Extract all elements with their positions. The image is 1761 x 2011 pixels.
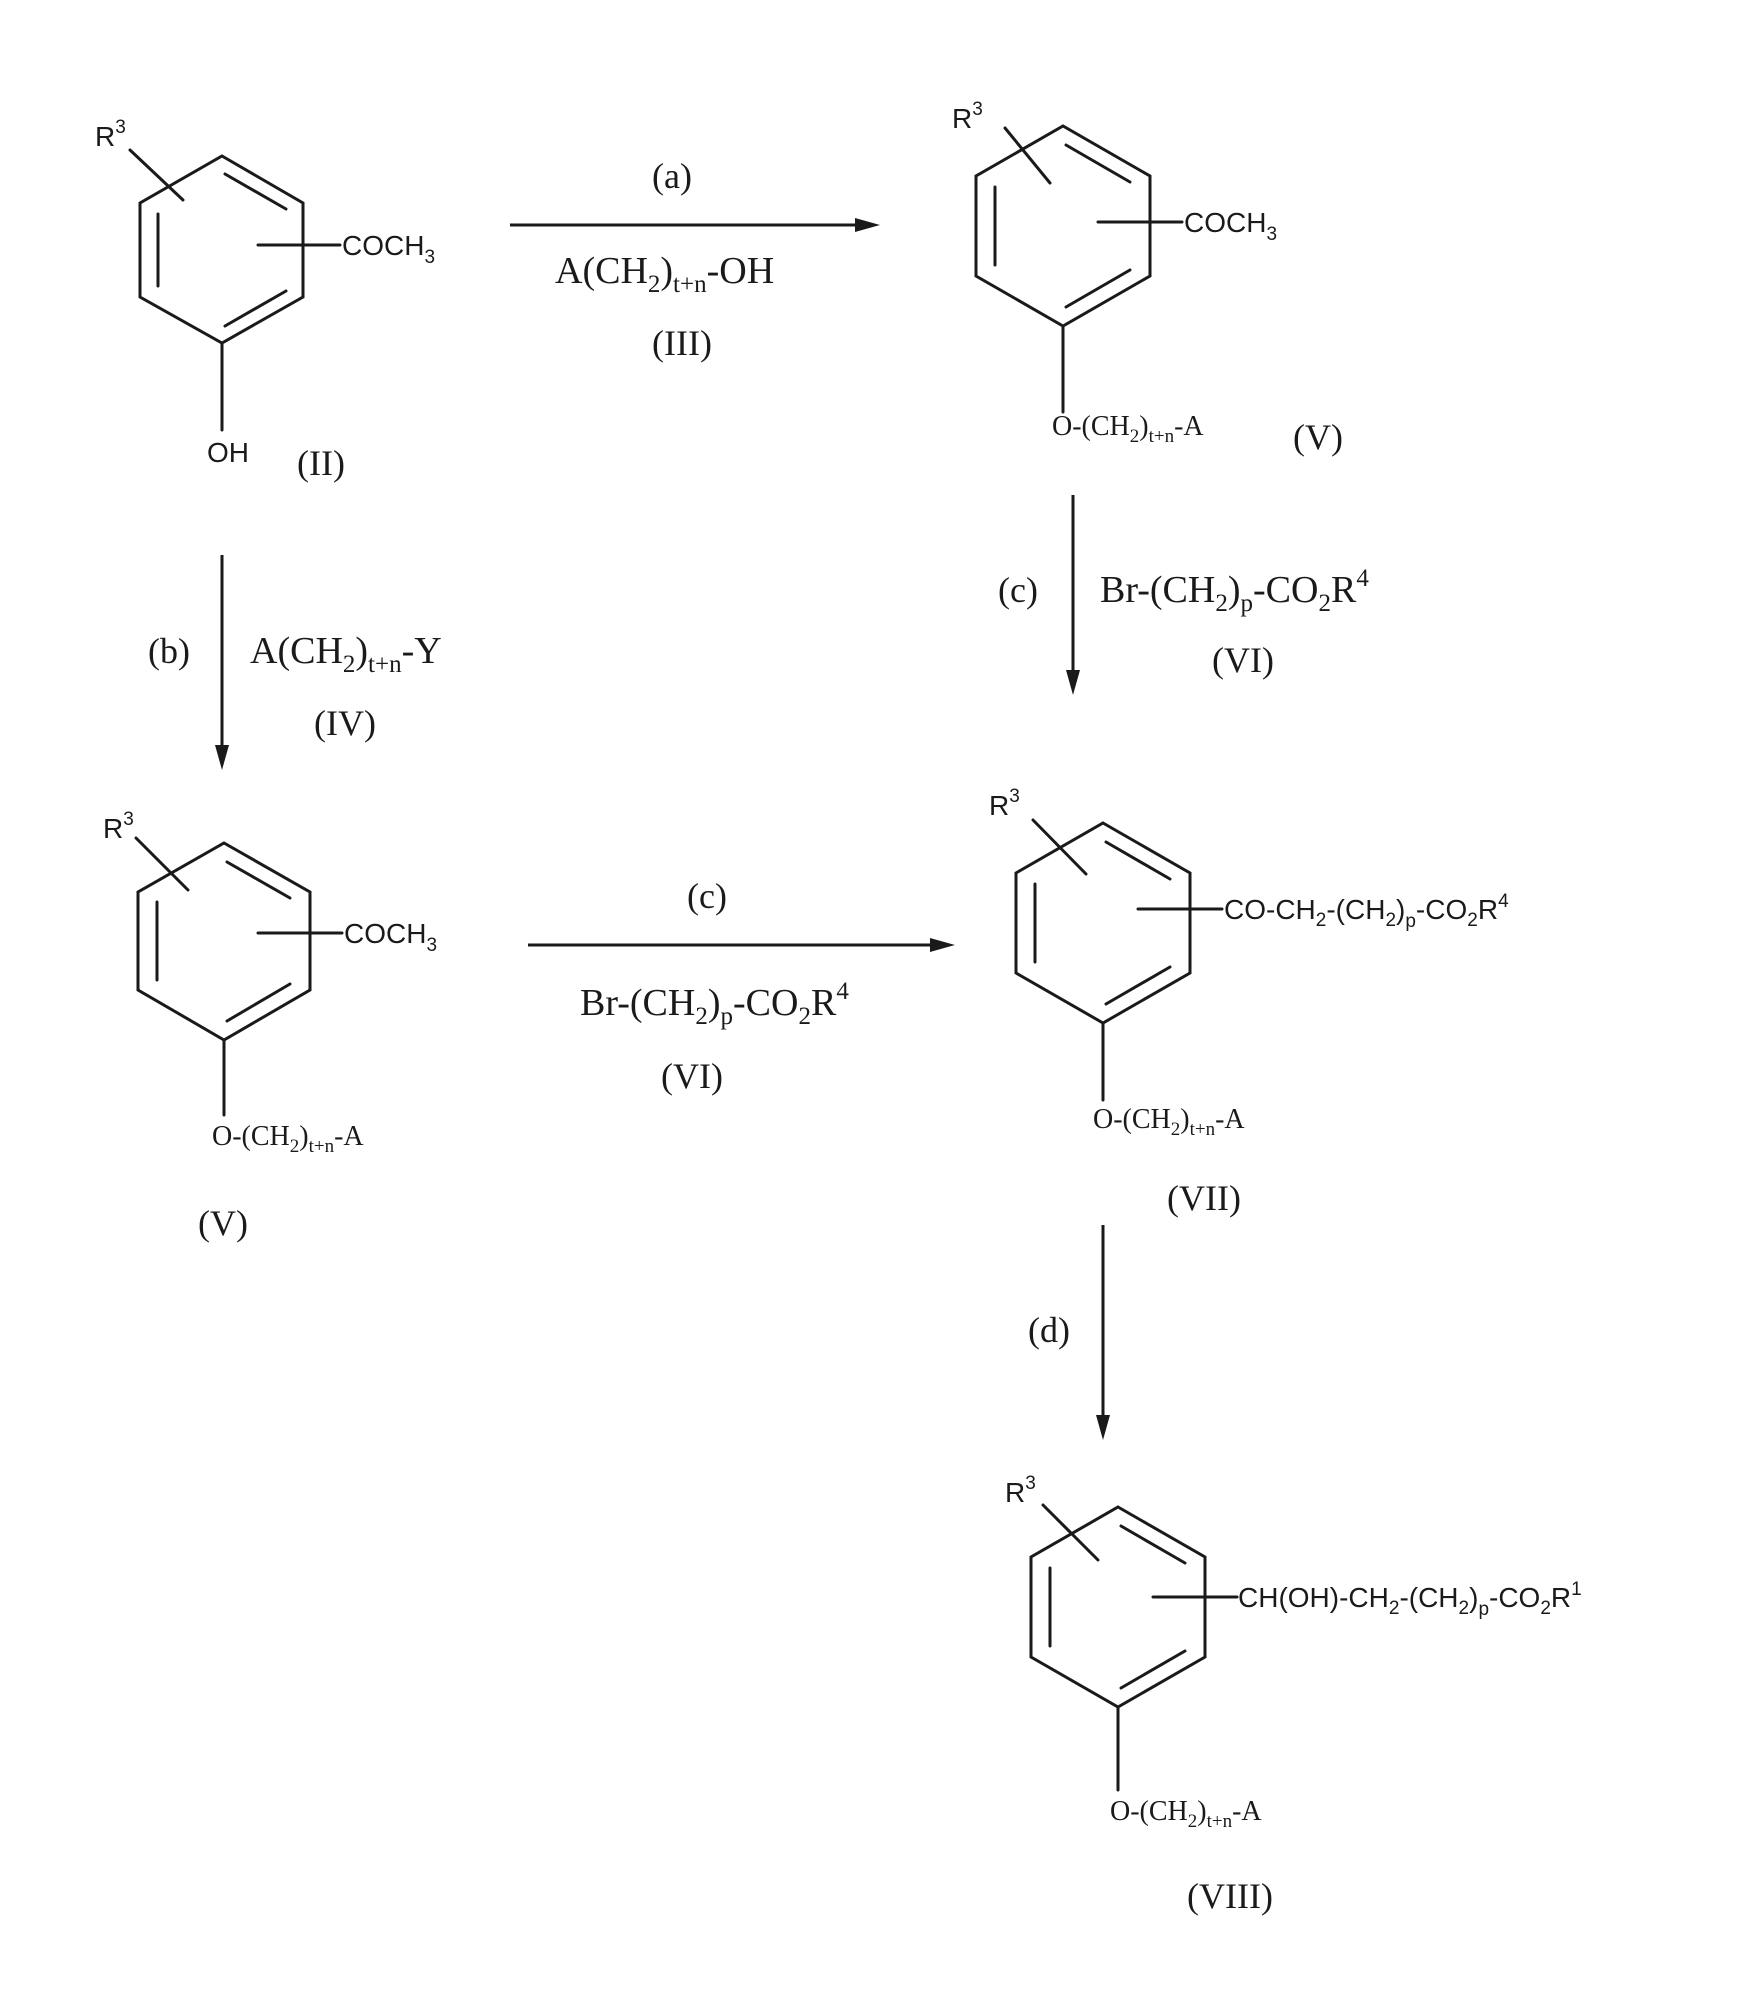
compound-II: R3 COCH3 OH (II)	[95, 117, 435, 483]
compound-label-V-left: (V)	[198, 1203, 248, 1243]
step-label-d: (d)	[1028, 1310, 1070, 1350]
reaction-arrow-b: (b) A(CH2)t+n-Y (IV)	[148, 555, 442, 770]
compound-V-left: R3 COCH3 O-(CH2)t+n-A (V)	[103, 809, 437, 1243]
benzene-ring-VIII	[1031, 1507, 1205, 1707]
compound-VII: R3 CO-CH2-(CH2)p-CO2R4 O-(CH2)t+n-A (VII…	[989, 786, 1509, 1218]
compound-VIII: R3 CH(OH)-CH2-(CH2)p-CO2R1 O-(CH2)t+n-A …	[1005, 1473, 1582, 1916]
compound-label-VIII: (VIII)	[1187, 1876, 1273, 1916]
benzene-ring-V-top	[976, 126, 1150, 326]
reagent-III: A(CH2)t+n-OH	[555, 250, 774, 298]
r3-label-II: R3	[95, 117, 126, 152]
compound-V-top: R3 COCH3 O-(CH2)t+n-A (V)	[952, 99, 1343, 457]
ether-label-VII: O-(CH2)t+n-A	[1093, 1104, 1245, 1140]
step-label-b: (b)	[148, 631, 190, 671]
r3-label-V-left: R3	[103, 809, 134, 844]
compound-label-VII: (VII)	[1167, 1178, 1241, 1218]
r3-label-VII: R3	[989, 786, 1020, 821]
reagent-label-VI-mid: (VI)	[661, 1056, 723, 1096]
reagent-VI-mid: Br-(CH2)p-CO2R4	[580, 978, 849, 1030]
reagent-label-VI-right: (VI)	[1212, 640, 1274, 680]
oh-label-II: OH	[207, 437, 249, 468]
chain-label-VII: CO-CH2-(CH2)p-CO2R4	[1224, 891, 1509, 932]
benzene-ring-VII	[1016, 823, 1190, 1023]
r3-bond-V-left	[136, 838, 188, 890]
reagent-VI-right: Br-(CH2)p-CO2R4	[1100, 565, 1369, 617]
reaction-arrow-a: (a) A(CH2)t+n-OH (III)	[510, 156, 880, 363]
benzene-ring-V-left	[138, 843, 310, 1040]
acyl-label-II: COCH3	[342, 230, 435, 268]
reagent-label-III: (III)	[652, 323, 712, 363]
acyl-label-V-top: COCH3	[1184, 207, 1277, 245]
r3-bond-VIII	[1043, 1505, 1098, 1560]
reagent-label-IV: (IV)	[314, 703, 376, 743]
ether-label-V-top: O-(CH2)t+n-A	[1052, 411, 1204, 447]
compound-label-II: (II)	[297, 443, 345, 483]
reagent-IV: A(CH2)t+n-Y	[250, 630, 442, 678]
chain-label-VIII: CH(OH)-CH2-(CH2)p-CO2R1	[1238, 1579, 1582, 1620]
reaction-arrow-d: (d)	[1028, 1225, 1110, 1440]
reaction-arrow-c-right: (c) Br-(CH2)p-CO2R4 (VI)	[998, 495, 1369, 695]
step-label-a: (a)	[652, 156, 692, 196]
r3-bond-VII	[1033, 820, 1086, 874]
compound-label-V-top: (V)	[1293, 417, 1343, 457]
step-label-c-mid: (c)	[687, 876, 727, 916]
acyl-label-V-left: COCH3	[344, 918, 437, 956]
ether-label-V-left: O-(CH2)t+n-A	[212, 1121, 364, 1157]
r3-label-VIII: R3	[1005, 1473, 1036, 1508]
ether-label-VIII: O-(CH2)t+n-A	[1110, 1796, 1262, 1832]
step-label-c-right: (c)	[998, 570, 1038, 610]
reaction-arrow-c-mid: (c) Br-(CH2)p-CO2R4 (VI)	[528, 876, 955, 1096]
r3-label-V-top: R3	[952, 99, 983, 134]
